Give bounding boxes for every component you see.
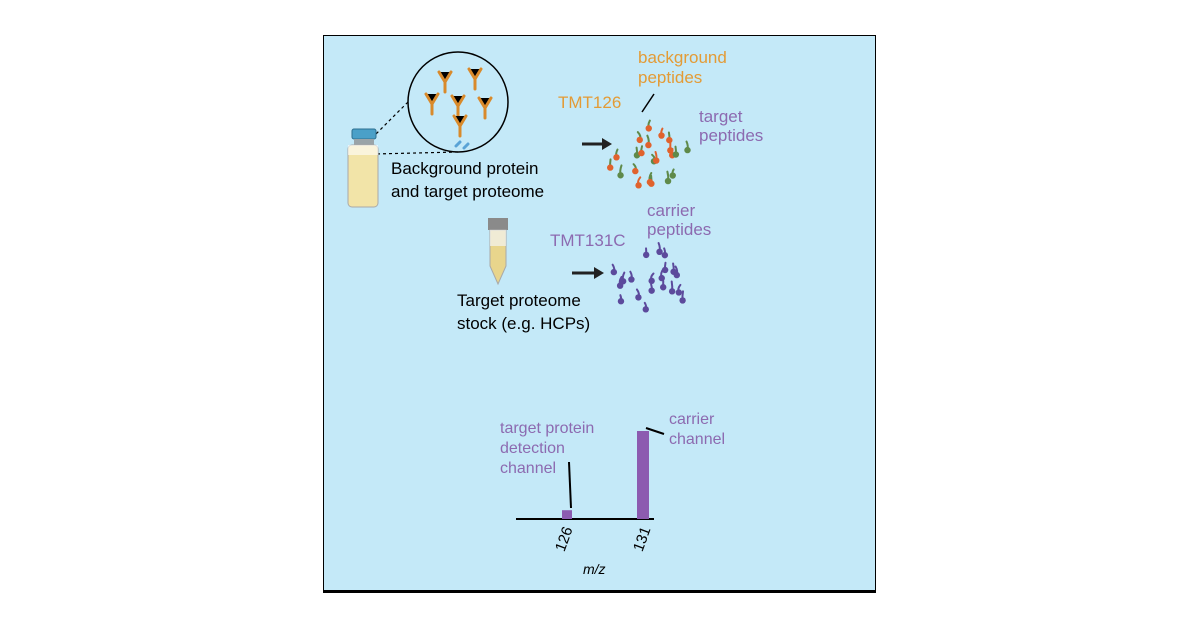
zoom-circle [367,51,509,155]
peptide-head [684,146,691,154]
label-target-peptides-2: peptides [699,126,764,145]
peptide-head [666,136,673,144]
label-target-peptides-1: target [699,107,743,126]
peptide-head [645,141,652,149]
peptide-head [616,282,624,289]
peptide-head [635,182,642,189]
label-background-protein: Background protein [391,159,539,178]
label-background-peptides-2: peptides [638,68,703,87]
peptide-head [617,172,624,179]
vial-icon [347,128,379,208]
peptide-head [642,251,650,259]
peptide-head [659,284,667,291]
label-background-peptides-1: background [638,48,727,67]
peptide-head [661,251,669,259]
peptide-head [675,289,683,296]
peptide-head [635,294,642,301]
illustration [347,51,691,520]
bar-131 [637,431,649,519]
label-detection-1: target protein [500,420,595,437]
peptide-head [645,125,652,132]
peptide-head [638,149,645,157]
label-stock: stock (e.g. HCPs) [457,314,591,333]
detection-leader [568,461,572,509]
peptide-head [648,287,655,294]
peptide-head [632,167,639,175]
peptide-head [668,288,676,295]
peptide-head [636,136,643,144]
peptide-cluster-carrier [610,242,686,313]
peptide-head [617,298,625,305]
antibody-icons [424,67,493,138]
peptide-head [664,177,672,185]
peptide-head [653,157,660,164]
axis-label-mz: m/z [583,561,606,577]
carrier-leader [645,427,665,435]
label-detection-3: channel [500,460,557,477]
label-carrier-channel-2: channel [669,431,726,448]
label-tmt126: TMT126 [558,93,622,112]
peptide-head [669,172,676,179]
peptide-head [673,271,680,279]
peptide-head [610,268,618,276]
figure-panel: Background protein and target proteome T… [323,35,876,593]
peptide-head [679,297,686,304]
small-peptides [454,140,470,150]
peptide-head [646,178,654,186]
arrow-icon [572,138,612,279]
label-carrier-channel-1: carrier [669,411,715,428]
peptide-head [672,151,680,158]
peptide-head [607,164,614,171]
peptide-head [613,154,620,161]
label-carrier-peptides-1: carrier [647,201,696,220]
label-and-target-proteome: and target proteome [391,182,545,201]
peptide-head [656,248,663,256]
label-carrier-peptides-2: peptides [647,220,712,239]
label-detection-2: detection [500,440,565,457]
peptide-head [658,132,665,139]
peptide-cluster-background [607,119,691,189]
label-target-proteome: Target proteome [457,291,581,310]
spectrum-chart [516,427,665,520]
peptide-head [648,277,655,285]
label-tmt131c: TMT131C [550,231,626,250]
peptide-head [658,274,665,282]
peptide-head [628,276,635,283]
tube-icon [488,218,508,286]
peptide-head [642,306,649,313]
bar-126 [562,510,572,519]
